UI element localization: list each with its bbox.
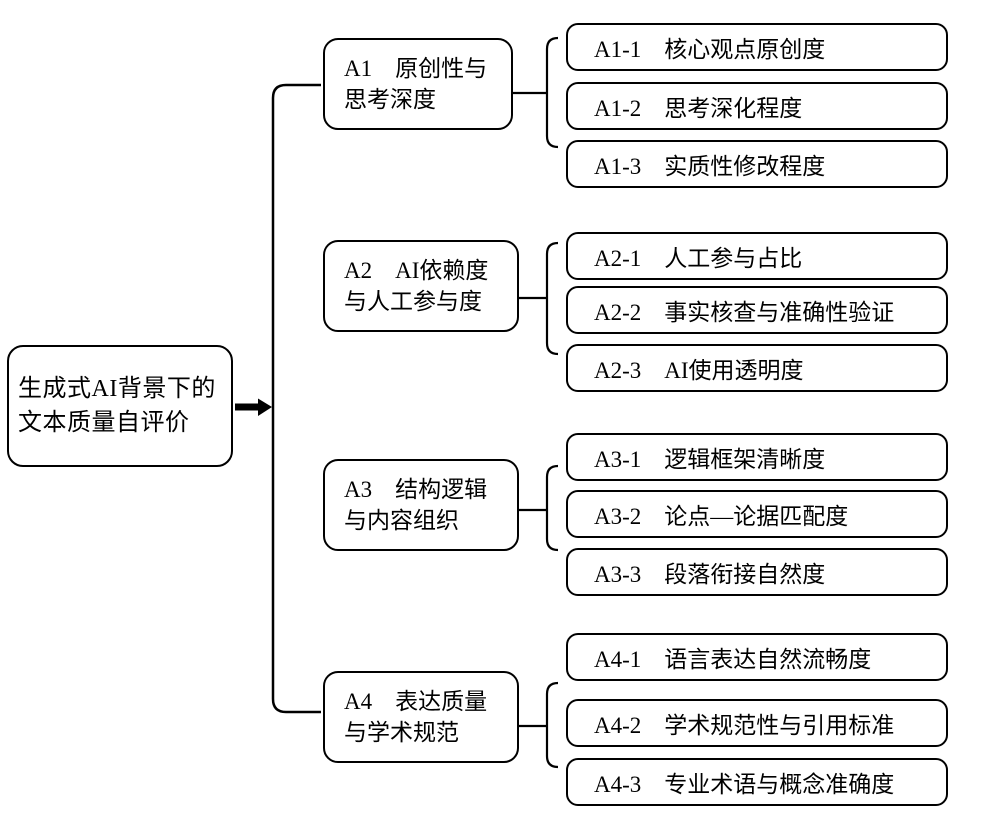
leaf-node-a1-3: A1-3 实质性修改程度 xyxy=(566,140,948,188)
leaf-node-a3-2: A3-2 论点—论据匹配度 xyxy=(566,490,948,538)
branch-a2-label-line1: A2 AI依赖度 xyxy=(344,258,489,283)
leaf-node-a3-3: A3-3 段落衔接自然度 xyxy=(566,548,948,596)
leaf-node-a2-2: A2-2 事实核查与准确性验证 xyxy=(566,286,948,334)
branch-node-a4: A4 表达质量 与学术规范 xyxy=(323,671,519,763)
branch-a1-label-line1: A1 原创性与 xyxy=(344,56,488,81)
root-node: 生成式AI背景下的 文本质量自评价 xyxy=(7,345,233,467)
branch-a2-brace xyxy=(545,241,559,356)
branch-a3-brace xyxy=(545,464,559,552)
leaf-node-a3-1: A3-1 逻辑框架清晰度 xyxy=(566,433,948,481)
leaf-node-a2-1: A2-1 人工参与占比 xyxy=(566,232,948,280)
main-bracket-connector xyxy=(271,83,321,714)
leaf-node-a4-2: A4-2 学术规范性与引用标准 xyxy=(566,699,948,747)
leaf-node-a1-1: A1-1 核心观点原创度 xyxy=(566,23,948,71)
branch-a4-brace xyxy=(545,681,559,769)
leaf-node-a4-1: A4-1 语言表达自然流畅度 xyxy=(566,633,948,681)
branch-a4-label-line1: A4 表达质量 xyxy=(344,689,488,714)
branch-a3-label-line2: 与内容组织 xyxy=(344,508,459,533)
root-node-label-line2: 文本质量自评价 xyxy=(18,410,190,436)
root-node-label-line1: 生成式AI背景下的 xyxy=(18,376,216,402)
arrow-icon xyxy=(235,398,272,416)
branch-a4-label-line2: 与学术规范 xyxy=(344,720,459,745)
leaf-node-a1-2: A1-2 思考深化程度 xyxy=(566,82,948,130)
leaf-node-a4-3: A4-3 专业术语与概念准确度 xyxy=(566,758,948,806)
branch-node-a3: A3 结构逻辑 与内容组织 xyxy=(323,459,519,551)
branch-a3-label-line1: A3 结构逻辑 xyxy=(344,477,488,502)
branch-node-a1: A1 原创性与 思考深度 xyxy=(323,38,513,130)
leaf-node-a2-3: A2-3 AI使用透明度 xyxy=(566,344,948,392)
branch-a2-label-line2: 与人工参与度 xyxy=(344,289,482,314)
branch-node-a2: A2 AI依赖度 与人工参与度 xyxy=(323,240,519,332)
branch-a1-label-line2: 思考深度 xyxy=(344,87,436,112)
branch-a1-brace xyxy=(545,36,559,149)
